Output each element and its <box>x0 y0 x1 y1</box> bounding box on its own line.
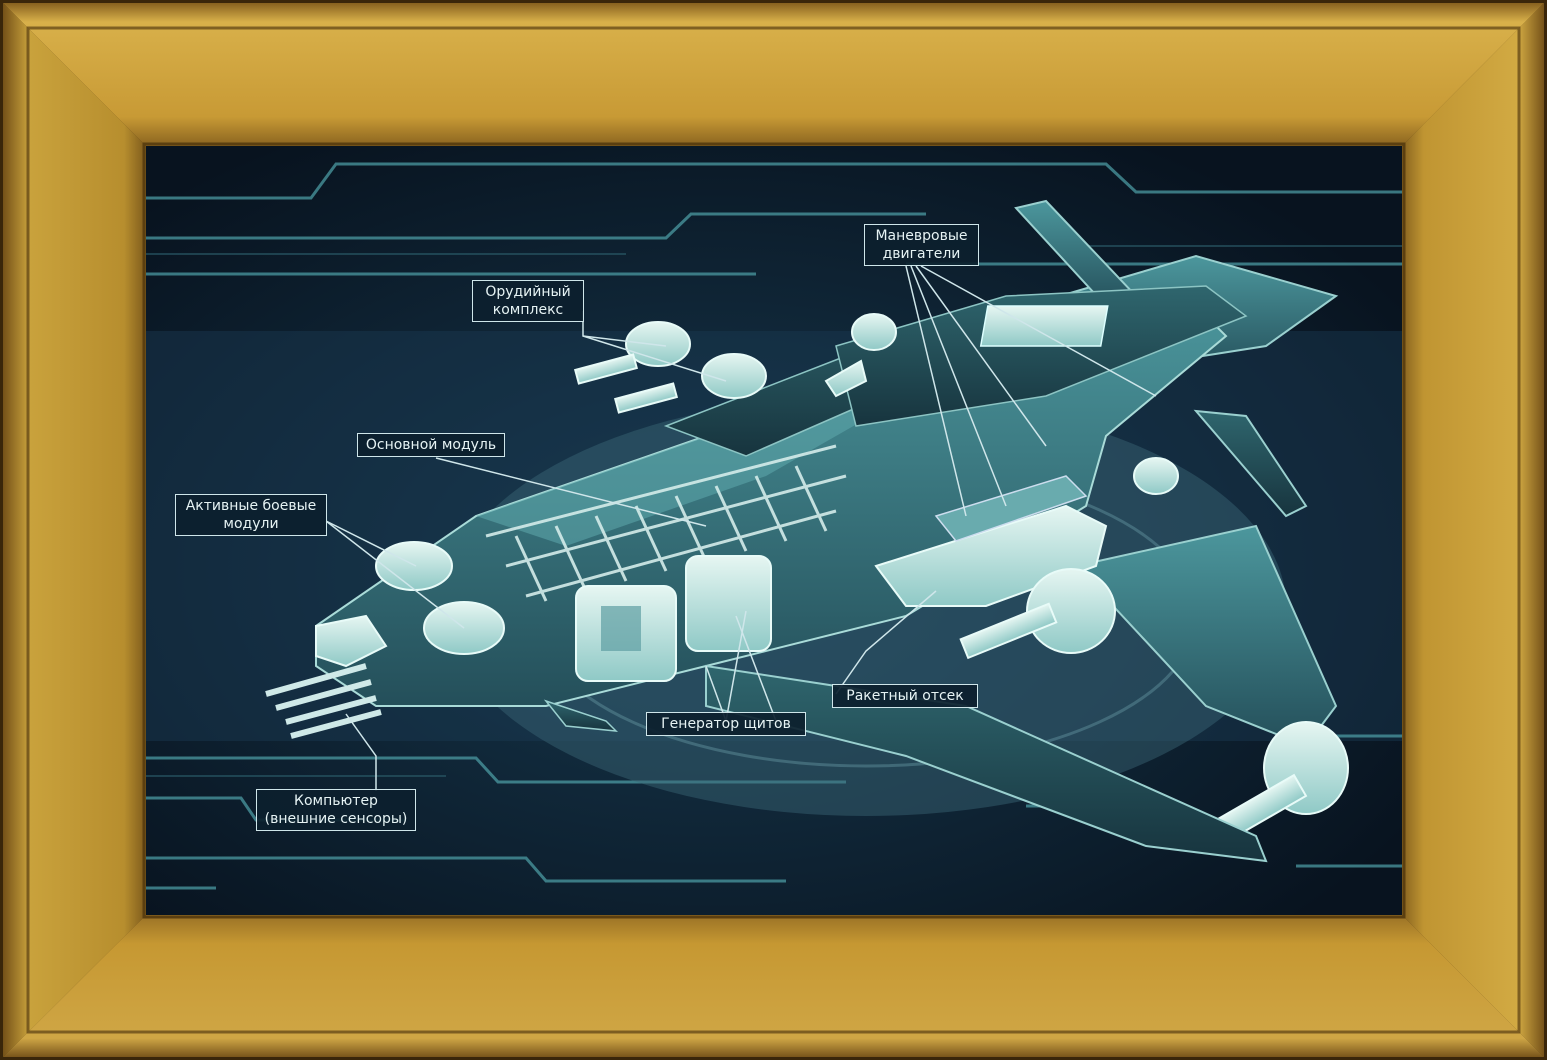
callout-active-combat-modules: Активные боевые модули <box>175 494 327 536</box>
callout-gun-complex: Орудийный комплекс <box>472 280 584 322</box>
schematic-artwork: Маневровые двигатели Орудийный комплекс … <box>146 146 1402 915</box>
callout-shield-generator: Генератор щитов <box>646 712 806 736</box>
callout-maneuver-engines: Маневровые двигатели <box>864 224 979 266</box>
callout-computer: Компьютер (внешние сенсоры) <box>256 789 416 831</box>
main-module-frame <box>485 444 847 602</box>
spaceship-schematic <box>146 146 1402 915</box>
shield-generator-cylinders <box>575 555 772 682</box>
callout-missile-bay: Ракетный отсек <box>832 684 978 708</box>
sensor-probes <box>265 663 382 739</box>
leader-lines <box>325 265 1157 791</box>
callout-main-module: Основной модуль <box>357 433 505 457</box>
